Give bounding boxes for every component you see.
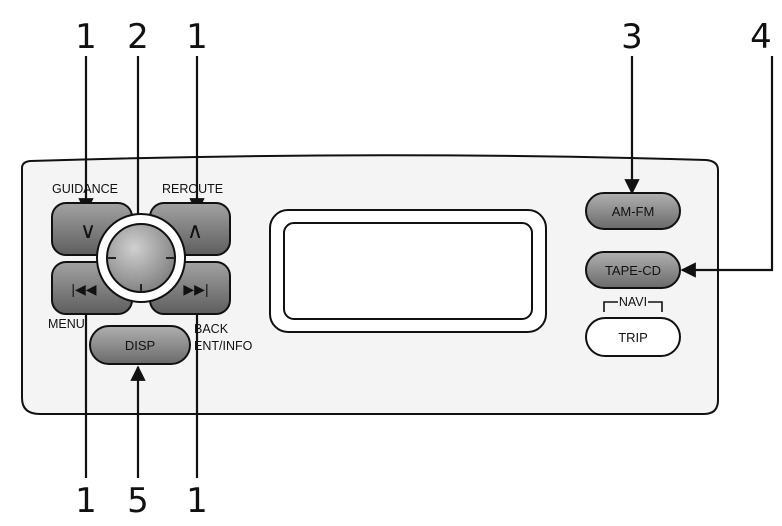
back-label: BACK — [194, 322, 229, 336]
callout-1-top-left: 1 — [75, 17, 97, 57]
next-track-icon: ▶▶| — [183, 281, 208, 297]
navi-bracket — [603, 301, 618, 312]
am-fm-button[interactable] — [585, 192, 681, 230]
display-screen-inner — [283, 222, 533, 320]
menu-label: MENU — [48, 317, 85, 331]
navi-label: NAVI — [619, 295, 647, 309]
trip-button[interactable] — [585, 317, 681, 357]
leader-4-top — [680, 56, 774, 278]
callout-1-top-right: 1 — [186, 17, 208, 57]
reroute-label: REROUTE — [162, 182, 223, 196]
am-fm-button-label: AM-FM — [612, 204, 655, 219]
up-arrow-icon: ∧ — [187, 218, 203, 243]
trip-button-label: TRIP — [618, 330, 648, 345]
guidance-label: GUIDANCE — [52, 182, 118, 196]
tape-cd-button-label: TAPE-CD — [605, 263, 661, 278]
down-arrow-icon: ∨ — [80, 218, 96, 243]
navi-bracket-right — [648, 301, 663, 312]
dpad-cluster: ∨ ∧ |◀◀ ▶▶| — [51, 202, 231, 315]
disp-button[interactable] — [89, 325, 191, 365]
tape-cd-button[interactable] — [585, 251, 681, 289]
callout-5-bottom: 5 — [127, 481, 149, 521]
disp-button-label: DISP — [125, 338, 155, 353]
prev-track-icon: |◀◀ — [71, 281, 96, 297]
callout-1-bottom-left: 1 — [75, 481, 97, 521]
ent-info-label: ENT/INFO — [194, 339, 253, 353]
center-knob[interactable] — [106, 223, 176, 293]
callout-4-top: 4 — [750, 17, 772, 57]
callout-2-top: 2 — [127, 17, 149, 57]
callout-1-bottom-right: 1 — [186, 481, 208, 521]
callout-3-top: 3 — [621, 17, 643, 57]
